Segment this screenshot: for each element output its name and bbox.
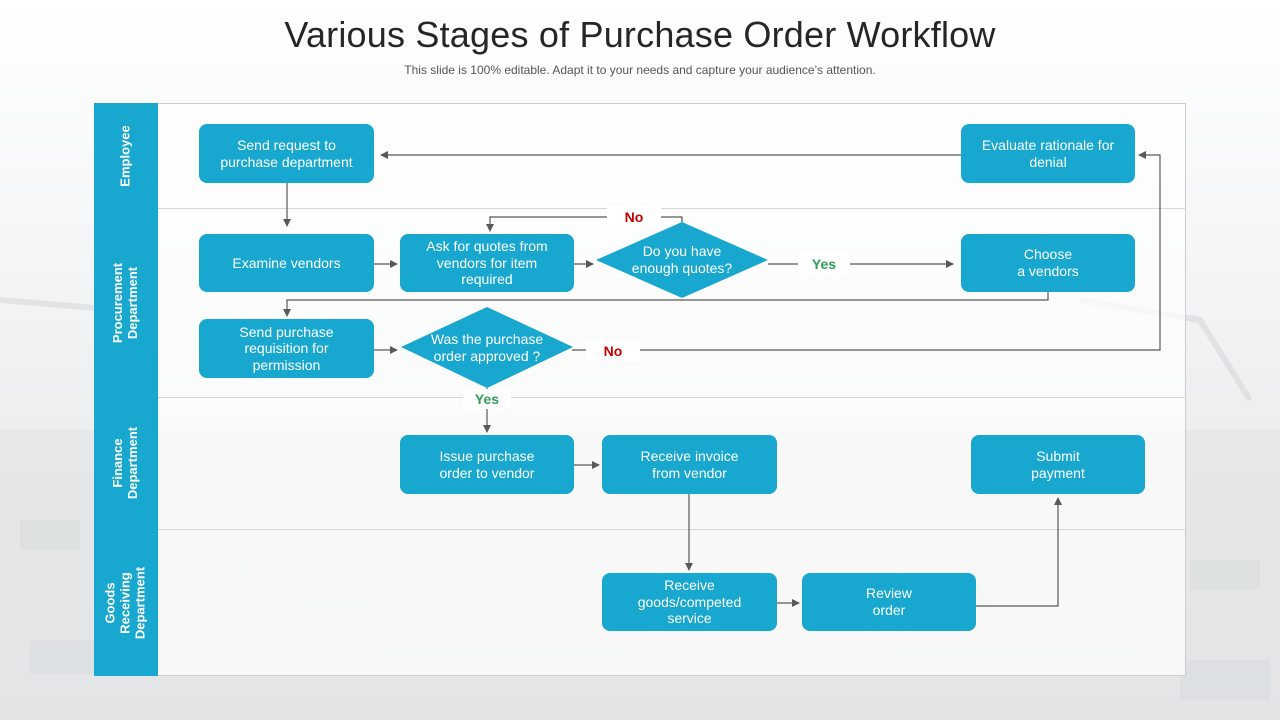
- lane-label-goods-receiving: Goods Receiving Department: [94, 529, 158, 676]
- node-submit-payment: Submit payment: [971, 435, 1145, 494]
- node-send-requisition: Send purchase requisition for permission: [199, 319, 374, 378]
- node-examine-vendors: Examine vendors: [199, 234, 374, 292]
- decision-enough-quotes: [596, 222, 768, 298]
- node-evaluate-rationale: Evaluate rationale for denial: [961, 124, 1135, 183]
- node-ask-quotes: Ask for quotes from vendors for item req…: [400, 234, 574, 292]
- decision-po-approved: [401, 307, 573, 388]
- lane-label-procurement: Procurement Department: [94, 208, 158, 398]
- edge-label-approved-yes: Yes: [463, 389, 511, 409]
- lane-label-employee: Employee: [94, 103, 158, 209]
- page-title: Various Stages of Purchase Order Workflo…: [284, 14, 996, 55]
- edge-label-approved-no: No: [586, 341, 640, 361]
- page-subtitle: This slide is 100% editable. Adapt it to…: [404, 63, 876, 77]
- edge-label-quotes-yes: Yes: [798, 254, 850, 274]
- node-choose-vendor: Choose a vendors: [961, 234, 1135, 292]
- node-receive-invoice: Receive invoice from vendor: [602, 435, 777, 494]
- decision-po-approved-text: Was the purchase order approved ?: [430, 331, 544, 364]
- lane-label-finance: Finance Department: [94, 397, 158, 530]
- connector-review-to-payment: [976, 497, 1062, 607]
- node-issue-po: Issue purchase order to vendor: [400, 435, 574, 494]
- node-receive-goods: Receive goods/competed service: [602, 573, 777, 631]
- connector-choose-to-requisition: [283, 292, 1049, 317]
- node-send-request: Send request to purchase department: [199, 124, 374, 183]
- lane-divider: [94, 529, 1186, 530]
- decision-enough-quotes-text: Do you have enough quotes?: [631, 243, 733, 276]
- lane-divider: [94, 397, 1186, 398]
- connector-approved-no: [572, 151, 1161, 351]
- edge-label-quotes-no: No: [607, 207, 661, 227]
- node-review-order: Review order: [802, 573, 976, 631]
